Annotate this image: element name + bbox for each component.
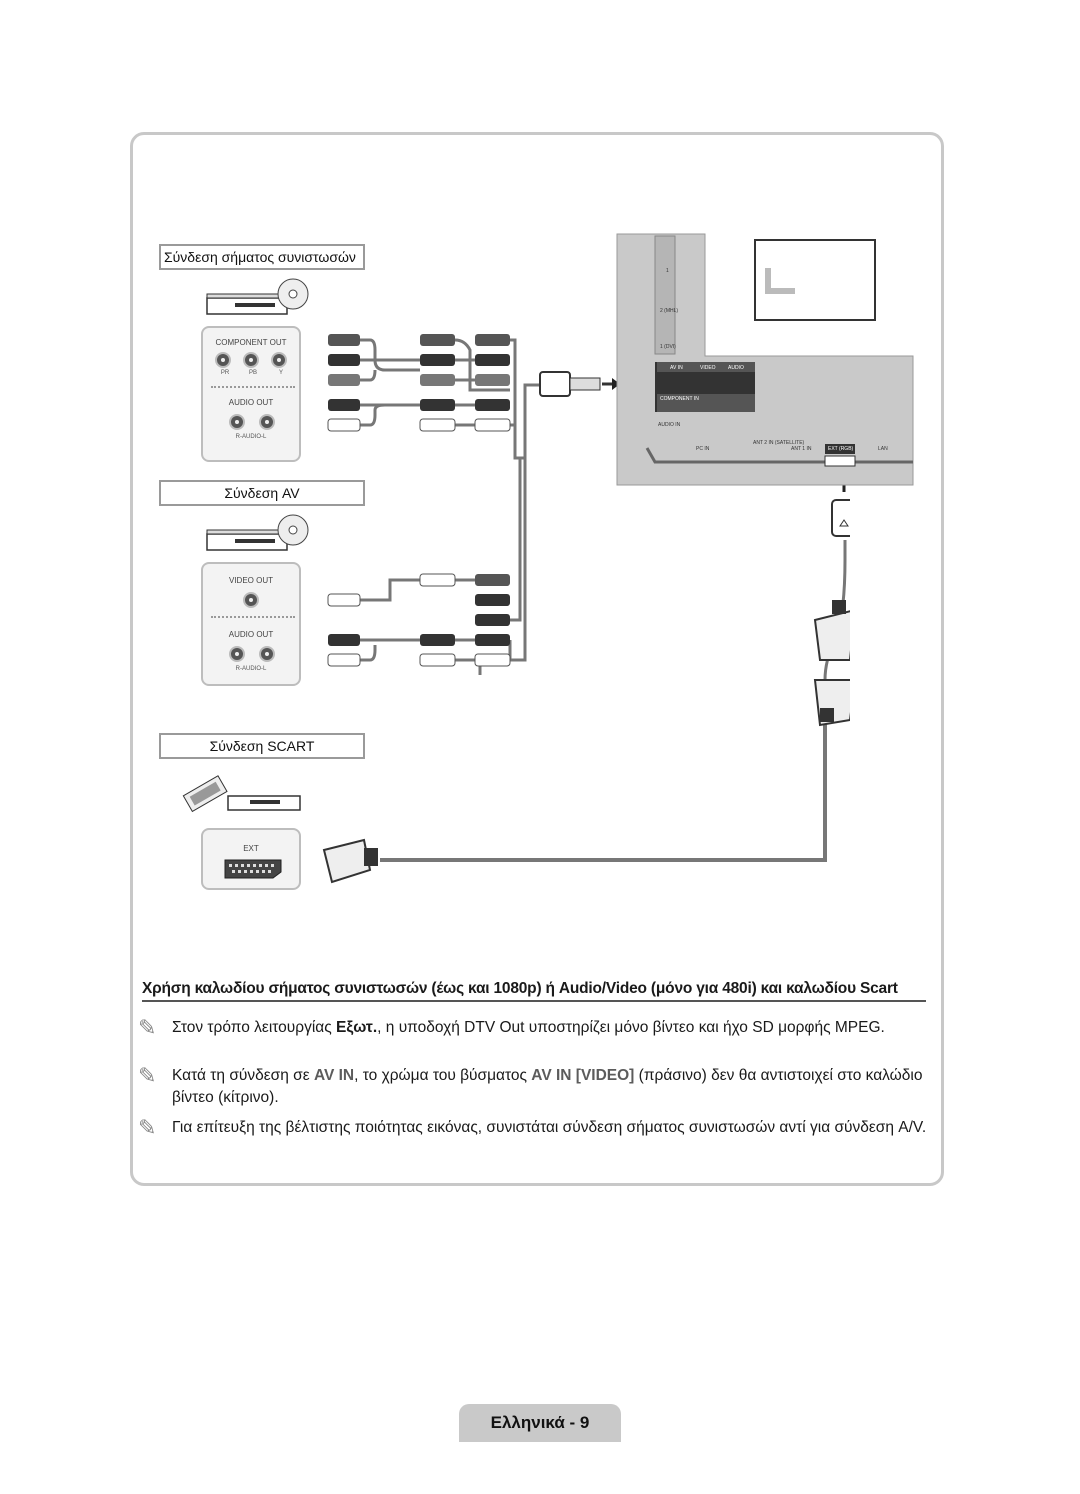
video-jack bbox=[243, 592, 259, 608]
audio-out-label: AUDIO OUT bbox=[228, 398, 274, 407]
tv-ant1-label: ANT 1 IN bbox=[791, 446, 812, 452]
tv-lan-label: LAN bbox=[878, 446, 888, 452]
tv-audio-label: AUDIO bbox=[728, 365, 744, 371]
audio-r-jack bbox=[229, 414, 245, 430]
video-out-label: VIDEO OUT bbox=[228, 576, 273, 585]
note-2: ✎ Κατά τη σύνδεση σε AV IN, το χρώμα του… bbox=[138, 1063, 923, 1107]
tv-component-in-label: COMPONENT IN bbox=[660, 396, 699, 402]
pb-jack bbox=[243, 352, 259, 368]
component-out-label: COMPONENT OUT bbox=[215, 338, 287, 347]
y-jack bbox=[271, 352, 287, 368]
tv-ant2-label: ANT 2 IN (SATELLITE) bbox=[753, 440, 805, 446]
tv-hdmi-2-label: 2 (MHL) bbox=[660, 308, 679, 314]
ext-panel: EXT bbox=[201, 828, 301, 890]
note-icon: ✎ bbox=[138, 1063, 157, 1088]
content-frame bbox=[130, 132, 944, 1186]
tv-hdmi-dvi-label: 1 (DVI) bbox=[660, 344, 676, 350]
component-player-icon bbox=[206, 278, 309, 315]
r-audio-l-label: R-AUDIO-L bbox=[235, 434, 267, 440]
component-out-panel: COMPONENT OUT PR PB Y AUDIO OUT R-AUDIO-… bbox=[201, 326, 301, 462]
divider bbox=[211, 616, 295, 618]
cable-diagram bbox=[322, 334, 850, 884]
av-out-panel: VIDEO OUT AUDIO OUT R-AUDIO-L bbox=[201, 562, 301, 686]
y-label: Y bbox=[278, 370, 283, 376]
pb-label: PB bbox=[248, 370, 257, 376]
av-audio-out-label: AUDIO OUT bbox=[228, 630, 274, 639]
av-audio-r-jack bbox=[229, 646, 245, 662]
scart-socket-icon bbox=[224, 859, 282, 879]
ext-label: EXT bbox=[243, 844, 259, 853]
divider bbox=[211, 386, 295, 388]
av-r-audio-l-label: R-AUDIO-L bbox=[235, 666, 267, 672]
tv-av-in-label: AV IN bbox=[670, 365, 683, 371]
av-player-icon bbox=[206, 514, 309, 551]
tv-ext-rgb-label: EXT (RGB) bbox=[828, 446, 854, 452]
audio-l-jack bbox=[259, 414, 275, 430]
tv-dvi-audio-label: AUDIO IN bbox=[658, 422, 681, 428]
pr-jack bbox=[215, 352, 231, 368]
tv-hdmi-1-label: 1 bbox=[666, 268, 669, 274]
note-icon: ✎ bbox=[138, 1115, 157, 1140]
tv-video-label: VIDEO bbox=[700, 365, 716, 371]
av-section-title: Σύνδεση AV bbox=[159, 480, 365, 506]
component-section-title: Σύνδεση σήματος συνιστωσών bbox=[159, 244, 365, 270]
note-3: ✎ Για επίτευξη της βέλτιστης ποιότητας ε… bbox=[138, 1115, 927, 1140]
note-icon: ✎ bbox=[138, 1015, 157, 1040]
note-1: ✎ Στον τρόπο λειτουργίας Εξωτ., η υποδοχ… bbox=[138, 1015, 885, 1040]
tv-pc-in-label: PC IN bbox=[696, 446, 710, 452]
section-heading: Χρήση καλωδίου σήματος συνιστωσών (έως κ… bbox=[142, 980, 926, 1002]
scart-player-icon bbox=[182, 775, 301, 813]
pr-label: PR bbox=[220, 370, 230, 376]
tv-back-panel bbox=[616, 233, 914, 486]
scart-section-title: Σύνδεση SCART bbox=[159, 733, 365, 759]
page-footer: Ελληνικά - 9 bbox=[459, 1404, 621, 1442]
av-audio-l-jack bbox=[259, 646, 275, 662]
